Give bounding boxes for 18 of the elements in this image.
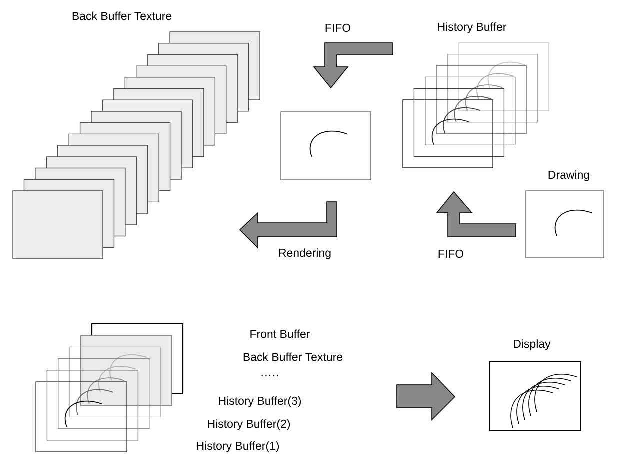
heading: Drawing <box>548 170 590 182</box>
block-arrow <box>436 191 516 238</box>
layer-label: History Buffer(1) <box>197 442 280 452</box>
heading: Display <box>514 340 551 350</box>
edge-label: FIFO <box>436 248 466 260</box>
layer-label: History Buffer(2) <box>208 420 290 430</box>
layer-label: Back Buffer Texture <box>244 352 343 362</box>
heading: History Buffer <box>438 22 507 34</box>
canvas-drawing <box>280 112 372 180</box>
edge-label: FIFO <box>324 22 352 34</box>
layer-label: History Buffer(3) <box>219 396 302 408</box>
block-arrow <box>313 42 394 89</box>
heading: Back Buffer Texture <box>72 12 172 20</box>
edge-label: Rendering <box>277 248 333 260</box>
layer-label: ····· <box>262 375 278 376</box>
layer-label: Front Buffer <box>250 330 310 338</box>
block-arrow <box>239 202 338 249</box>
block-arrow <box>396 372 456 421</box>
